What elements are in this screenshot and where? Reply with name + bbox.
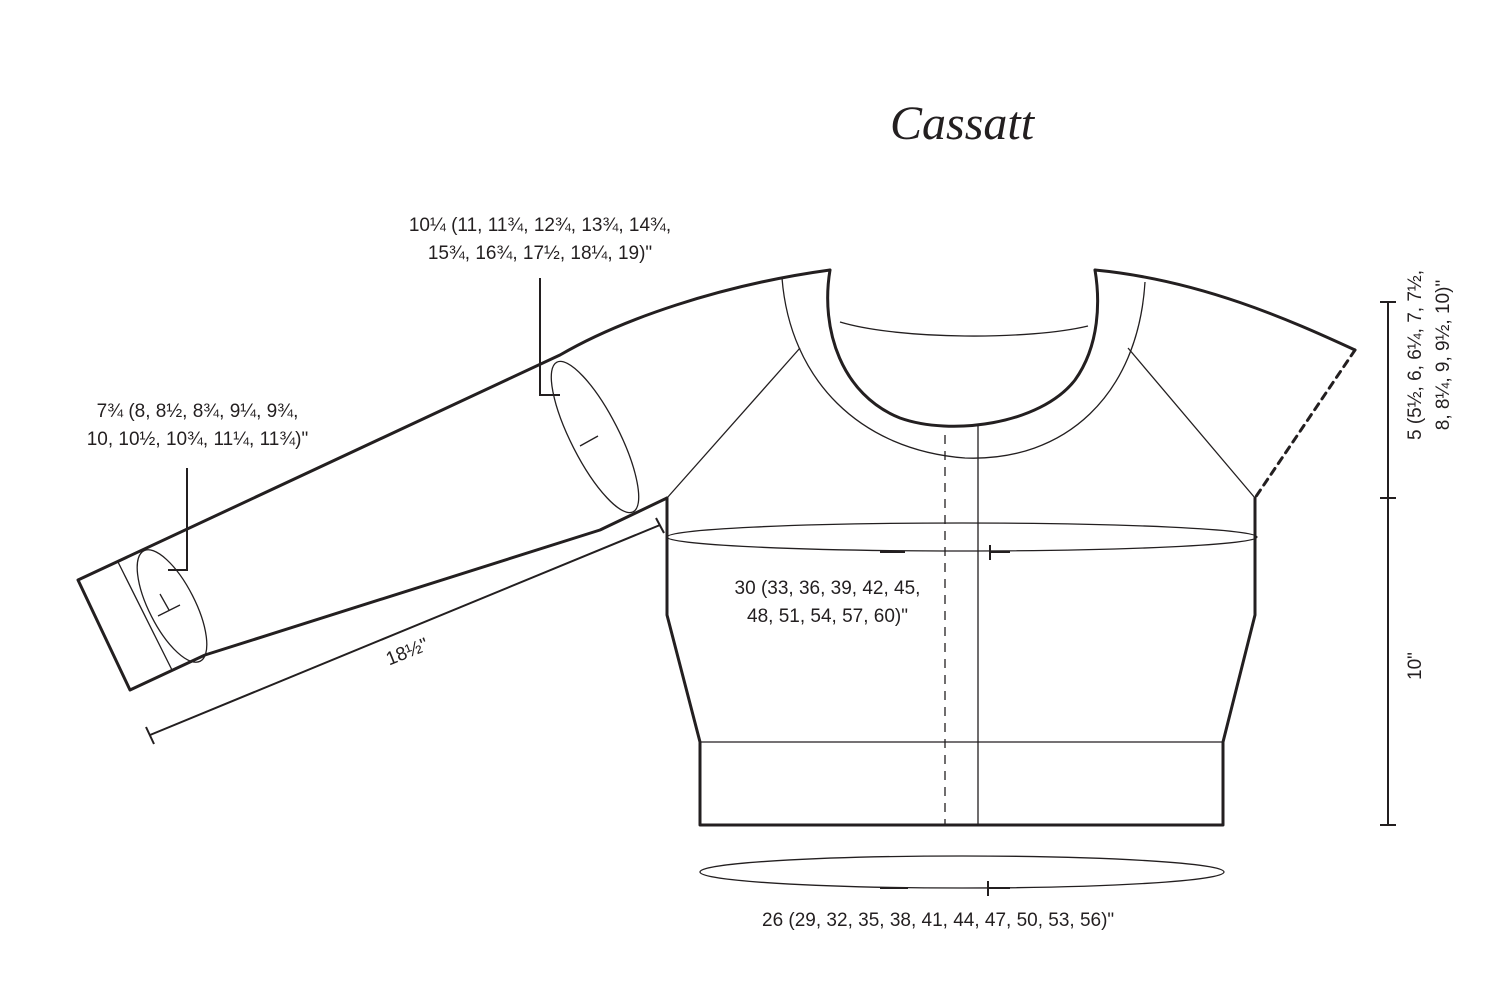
wrist-leader	[168, 468, 188, 571]
upper-arm-circumference-ellipse	[550, 360, 640, 514]
upper-arm-dimension-marker	[579, 435, 599, 447]
sleeve-outline	[76, 268, 832, 692]
dimension-lines	[145, 278, 1396, 896]
upper-arm-leader	[539, 278, 560, 396]
sleeve	[76, 268, 832, 692]
left-raglan-line	[666, 347, 801, 499]
body	[665, 268, 1357, 827]
yoke-depth-label: 5 (5½, 6, 6¼, 7, 7½, 8, 8¼, 9, 9½, 10)"	[1402, 200, 1458, 510]
hem-marker-right	[987, 881, 1010, 896]
upper-arm-label-line-2: 15¾, 16¾, 17½, 18¼, 19)"	[427, 243, 653, 264]
upper-arm-label: 10¼ (11, 11¾, 12¾, 13¾, 14¾, 15¾, 16¾, 1…	[380, 212, 700, 268]
cuff-line	[117, 561, 173, 671]
chest-circumference-ellipse	[666, 522, 1258, 552]
pattern-title: Cassatt	[890, 97, 1035, 150]
neckline	[826, 268, 1100, 428]
wrist-dimension-marker	[157, 593, 181, 617]
body-length-label: 10"	[1405, 652, 1426, 680]
chest-label-line-1: 30 (33, 36, 39, 42, 45,	[734, 578, 921, 599]
neckband-outer	[781, 277, 1146, 459]
chest-label-line-2: 48, 51, 54, 57, 60)"	[747, 606, 908, 627]
chest-marker-right	[989, 545, 1010, 560]
sleeve-length-tick-end	[655, 517, 665, 534]
back-neck-line	[839, 321, 1089, 337]
hem-circumference-ellipse	[699, 855, 1225, 889]
wrist-label: 7¾ (8, 8½, 8¾, 9¼, 9¾, 10, 10½, 10¾, 11¼…	[55, 398, 340, 454]
right-armhole-dashed	[1253, 348, 1357, 500]
wrist-circumference-ellipse	[136, 549, 208, 663]
chest-label: 30 (33, 36, 39, 42, 45, 48, 51, 54, 57, …	[695, 575, 960, 631]
yoke-depth-label-line-1: 5 (5½, 6, 6¼, 7, 7½,	[1405, 269, 1426, 441]
upper-arm-label-line-1: 10¼ (11, 11¾, 12¾, 13¾, 14¾,	[408, 215, 672, 236]
right-shoulder	[1093, 268, 1357, 352]
body-left-side	[665, 496, 1257, 827]
wrist-label-line-2: 10, 10½, 10¾, 11¼, 11¾)"	[86, 429, 309, 450]
sleeve-length-line	[149, 524, 661, 736]
wrist-label-line-1: 7¾ (8, 8½, 8¾, 9¼, 9¾,	[96, 401, 299, 422]
hem-label: 26 (29, 32, 35, 38, 41, 44, 47, 50, 53, …	[762, 910, 1115, 931]
sleeve-length-tick-start	[145, 726, 155, 745]
yoke-depth-label-line-2: 8, 8¼, 9, 9½, 10)"	[1433, 279, 1454, 431]
right-raglan-line	[1127, 347, 1256, 499]
